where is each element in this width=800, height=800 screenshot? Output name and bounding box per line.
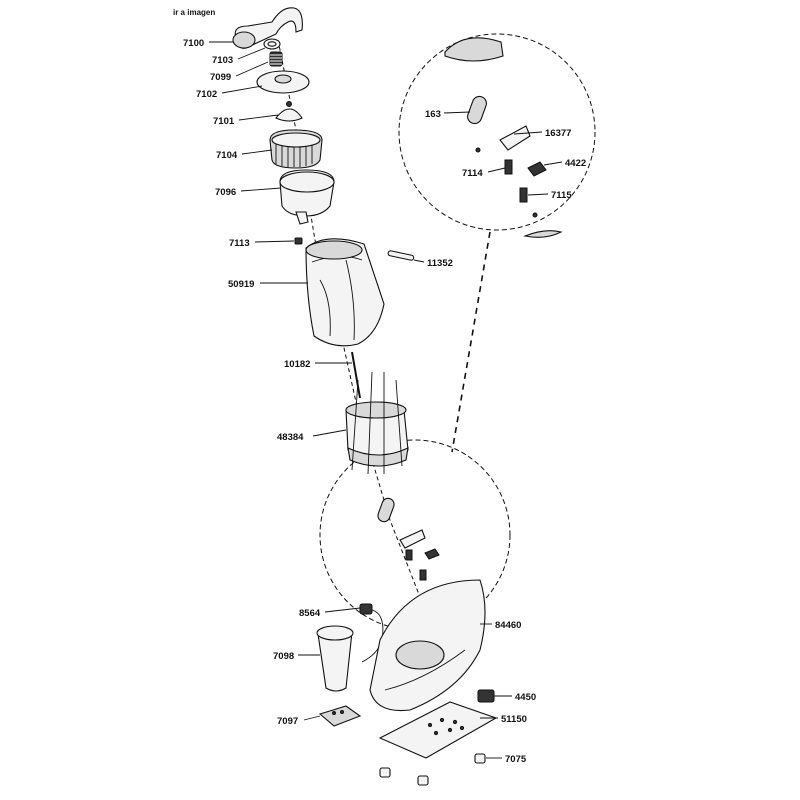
label-7103[interactable]: 7103: [212, 55, 233, 66]
part-4450-switch[interactable]: [477, 689, 495, 703]
part-7098-cup[interactable]: [316, 625, 354, 692]
label-7102[interactable]: 7102: [196, 89, 217, 100]
label-4450[interactable]: 4450: [515, 692, 536, 703]
part-7100-spout[interactable]: [232, 7, 303, 49]
part-84460-base[interactable]: [369, 579, 486, 712]
part-7075-feet[interactable]: [379, 753, 486, 786]
part-7096-bowl[interactable]: [279, 169, 335, 225]
part-7101-cone[interactable]: [275, 101, 303, 122]
part-7114-spring[interactable]: [504, 159, 513, 175]
part-7102-lid[interactable]: [256, 70, 310, 94]
part-7104-filter[interactable]: [269, 129, 323, 169]
label-7098[interactable]: 7098: [273, 651, 294, 662]
part-7115-spring[interactable]: [519, 187, 528, 203]
part-163-capacitor[interactable]: [466, 94, 489, 125]
label-10182[interactable]: 10182: [284, 359, 310, 370]
label-7099[interactable]: 7099: [210, 72, 231, 83]
label-50919[interactable]: 50919: [228, 279, 254, 290]
label-48384[interactable]: 48384: [277, 432, 304, 443]
detail-source-contents: [377, 497, 440, 581]
part-51150-baseplate[interactable]: [378, 701, 498, 759]
detail-zoomed-contents: [444, 37, 563, 238]
part-48384-motor[interactable]: [345, 371, 409, 475]
label-51150[interactable]: 51150: [501, 714, 527, 725]
part-7097-tray[interactable]: [318, 705, 362, 727]
label-7115[interactable]: 7115: [551, 190, 572, 201]
label-7100[interactable]: 7100: [183, 38, 204, 49]
label-7114[interactable]: 7114: [462, 168, 483, 179]
leader-lines: [209, 41, 563, 759]
label-7075[interactable]: 7075: [505, 754, 527, 765]
part-7113-plug[interactable]: [294, 237, 303, 245]
label-7104[interactable]: 7104: [216, 150, 238, 161]
label-11352[interactable]: 11352: [427, 258, 453, 269]
detail-circle-zoomed: [398, 33, 596, 231]
part-7103-ring[interactable]: [263, 38, 281, 50]
part-50919-housing[interactable]: [305, 238, 385, 347]
detail-connector-line: [451, 231, 491, 453]
part-16377-bracket[interactable]: [499, 125, 531, 151]
go-to-image-link[interactable]: ir a imagen: [173, 8, 216, 17]
label-16377[interactable]: 16377: [545, 128, 571, 139]
label-84460[interactable]: 84460: [495, 620, 521, 631]
part-10182-shaft[interactable]: [351, 351, 361, 399]
label-163[interactable]: 163: [425, 109, 441, 120]
label-7097[interactable]: 7097: [277, 716, 298, 727]
part-8564-cable[interactable]: [359, 603, 384, 663]
label-7096[interactable]: 7096: [215, 187, 236, 198]
part-labels: 7100 7103 7099 7102 7101 7104 7096 7113 …: [183, 38, 586, 765]
label-7113[interactable]: 7113: [229, 238, 250, 249]
part-4422-clip[interactable]: [527, 161, 547, 177]
part-7099-spring[interactable]: [269, 51, 283, 67]
label-7101[interactable]: 7101: [213, 116, 235, 127]
part-11352-pin[interactable]: [387, 250, 415, 261]
label-8564[interactable]: 8564: [299, 608, 321, 619]
label-4422[interactable]: 4422: [565, 158, 586, 169]
